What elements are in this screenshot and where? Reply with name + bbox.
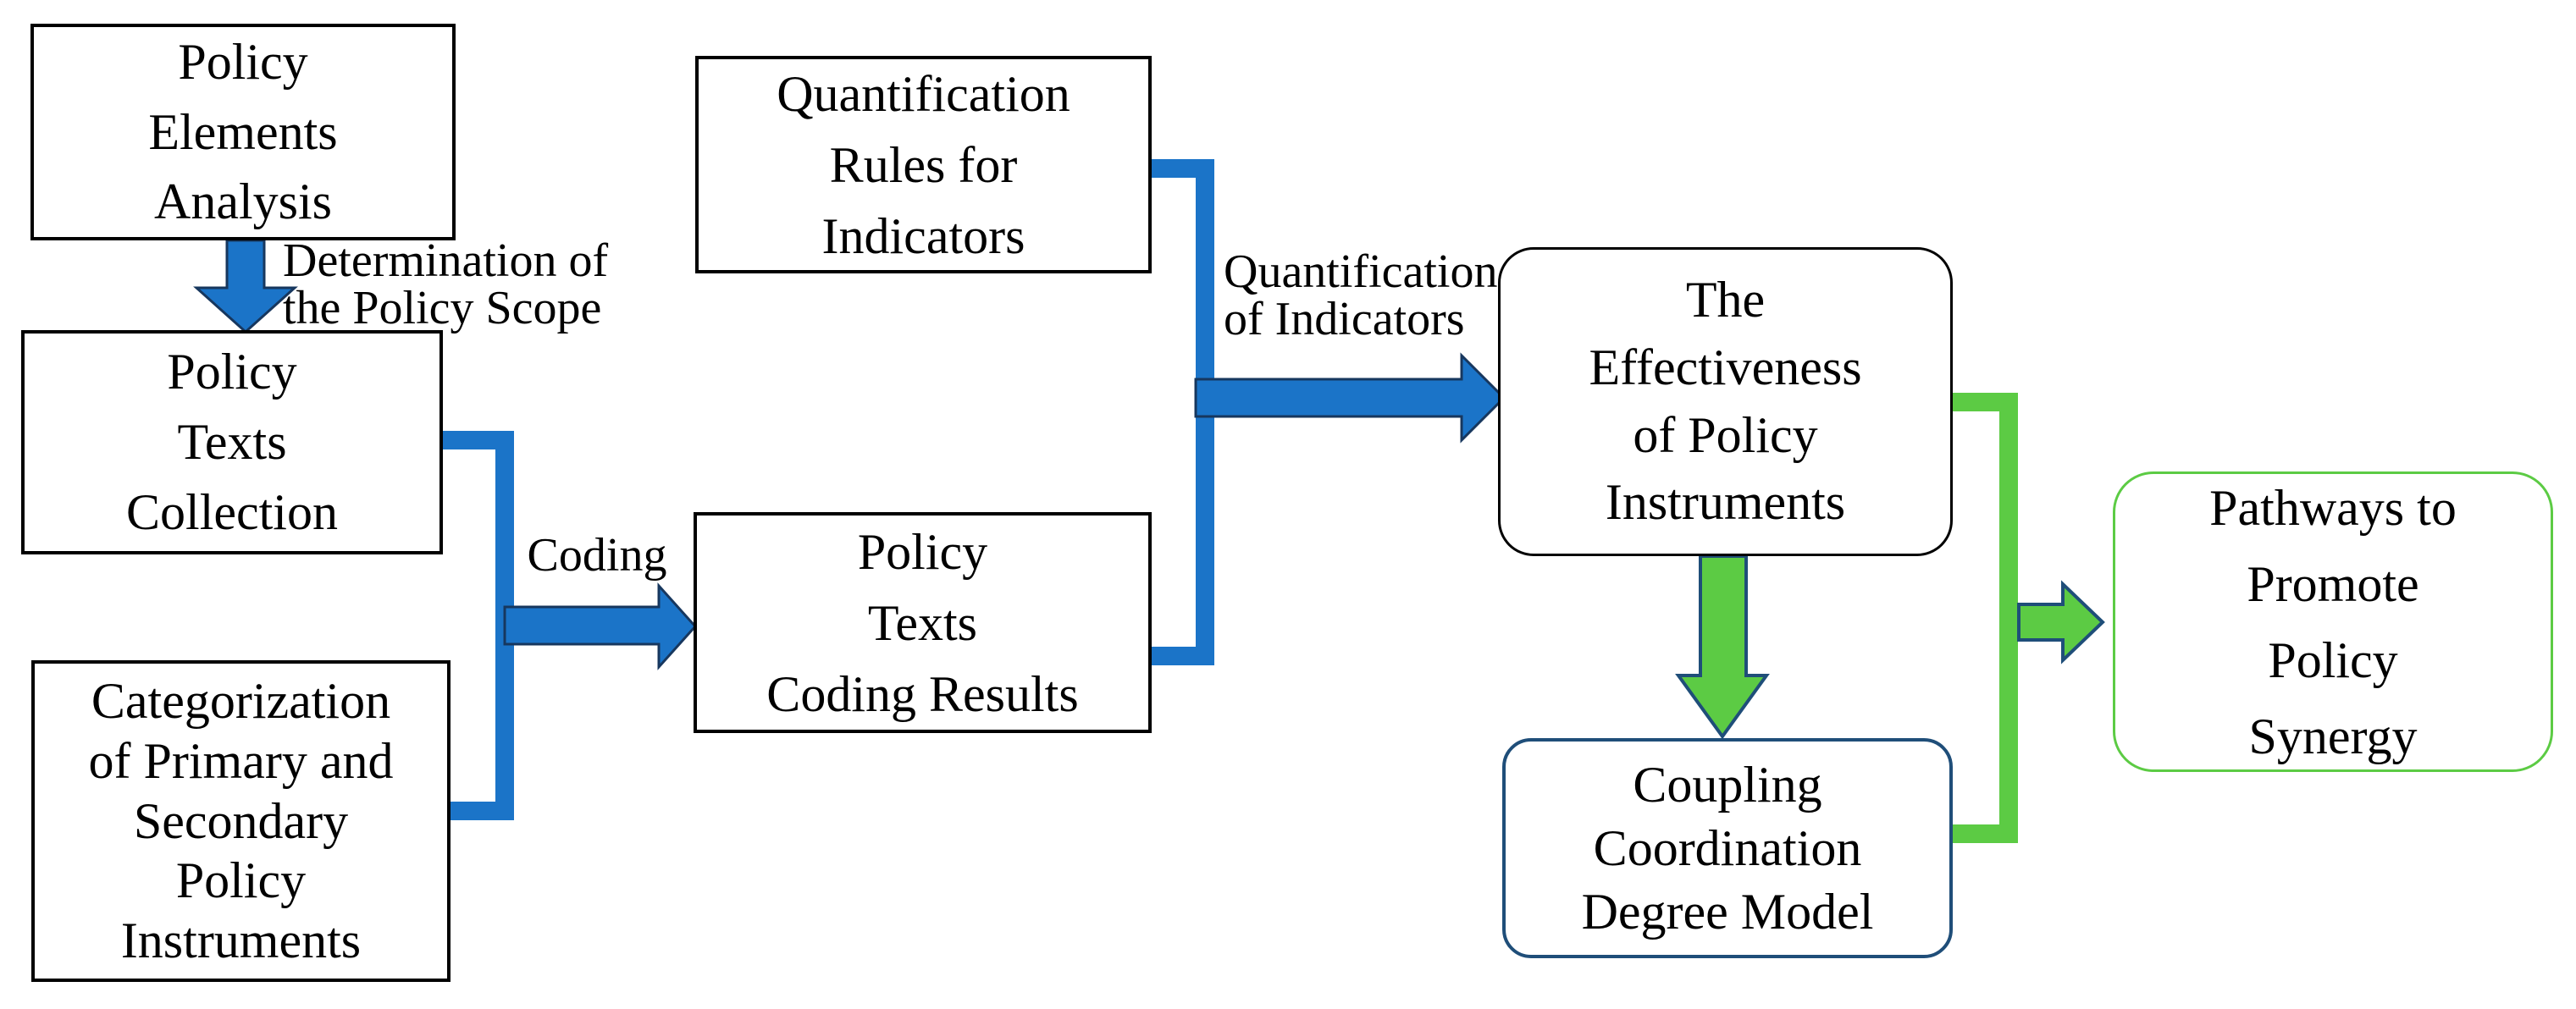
box-policy-texts-coding-results: Policy Texts Coding Results bbox=[694, 512, 1152, 733]
edge-label-coding: Coding bbox=[527, 529, 667, 582]
box-policy-texts-collection-label: Policy Texts Collection bbox=[126, 344, 338, 540]
box-pathways-policy-synergy: Pathways to Promote Policy Synergy bbox=[2113, 471, 2553, 772]
box-quantification-rules-label: Quantification Rules for Indicators bbox=[777, 65, 1070, 264]
box-policy-texts-collection: Policy Texts Collection bbox=[21, 330, 443, 554]
edge-label-quantification-of-indicators: Quantification of Indicators bbox=[1224, 245, 1498, 345]
box-effectiveness-of-policy-instruments-label: The Effectiveness of Policy Instruments bbox=[1589, 271, 1862, 531]
box-effectiveness-of-policy-instruments: The Effectiveness of Policy Instruments bbox=[1498, 247, 1953, 556]
edge-label-determination-policy-scope: Determination of the Policy Scope bbox=[283, 234, 609, 334]
arrow-determination-down bbox=[193, 239, 298, 334]
connector-effectiveness-coupling-bus bbox=[1953, 393, 2018, 843]
box-categorization-policy-instruments-label: Categorization of Primary and Secondary … bbox=[88, 673, 394, 969]
box-quantification-rules: Quantification Rules for Indicators bbox=[695, 56, 1152, 273]
arrow-effectiveness-down bbox=[1675, 554, 1770, 740]
box-coupling-coordination-degree-model-label: Coupling Coordination Degree Model bbox=[1581, 756, 1874, 940]
arrow-quantification-right bbox=[1194, 352, 1506, 444]
connector-collection-categorization-bus bbox=[443, 431, 514, 820]
box-policy-elements-analysis: Policy Elements Analysis bbox=[30, 24, 456, 240]
box-policy-elements-analysis-label: Policy Elements Analysis bbox=[148, 33, 338, 230]
box-policy-texts-coding-results-label: Policy Texts Coding Results bbox=[766, 523, 1079, 722]
arrow-pathways-right bbox=[2017, 580, 2105, 664]
box-categorization-policy-instruments: Categorization of Primary and Secondary … bbox=[31, 660, 451, 982]
box-pathways-policy-synergy-label: Pathways to Promote Policy Synergy bbox=[2209, 479, 2457, 764]
arrow-coding-right bbox=[503, 582, 698, 670]
box-coupling-coordination-degree-model: Coupling Coordination Degree Model bbox=[1502, 738, 1953, 958]
